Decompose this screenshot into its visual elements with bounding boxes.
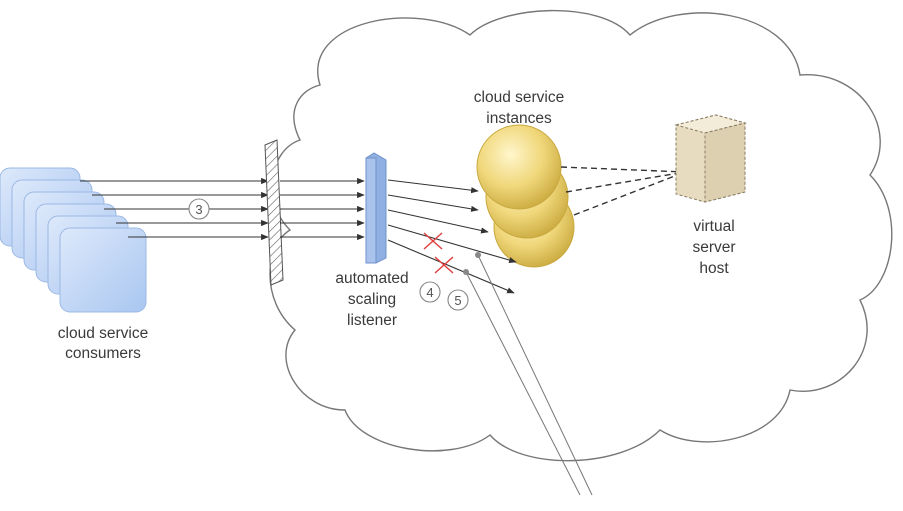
listener-label-line1: automated — [335, 270, 408, 287]
automated-scaling-listener-icon — [365, 152, 387, 264]
consumers-label-line1: cloud service — [58, 325, 148, 342]
instances-label-line2: instances — [486, 110, 552, 127]
step-4-marker: 4 — [419, 281, 441, 303]
step-5-label: 5 — [454, 293, 461, 308]
instance-icon — [476, 124, 562, 210]
callout-dot — [463, 269, 469, 275]
host-label-line2: server — [692, 239, 735, 256]
listener-label-line2: scaling — [348, 291, 396, 308]
hosting-dashed-lines — [560, 166, 686, 216]
rejected-request-icon — [423, 232, 443, 250]
rejected-request-icon — [434, 256, 454, 274]
listener-label-line3: listener — [347, 312, 397, 329]
instances-label-line1: cloud service — [474, 89, 564, 106]
cloud-service-consumers — [0, 167, 147, 313]
request-arrows-incoming — [80, 177, 269, 241]
virtual-server-host-icon — [674, 114, 747, 203]
step-3-label: 3 — [195, 202, 202, 217]
step-5-marker: 5 — [447, 289, 469, 311]
step-3-marker: 3 — [188, 198, 210, 220]
consumers-label-line2: consumers — [65, 345, 141, 362]
host-label-line1: virtual — [693, 218, 734, 235]
host-label-line3: host — [699, 260, 729, 277]
request-arrows-to-instances — [387, 179, 517, 294]
step-4-label: 4 — [426, 285, 433, 300]
gateway-bar — [264, 139, 284, 286]
consumer-icon — [59, 227, 147, 313]
cloud-boundary — [269, 9, 893, 462]
request-arrows-to-listener — [280, 177, 365, 241]
callout-dot — [475, 252, 481, 258]
callout-lines — [465, 254, 593, 496]
cloud-service-instances — [476, 124, 575, 268]
